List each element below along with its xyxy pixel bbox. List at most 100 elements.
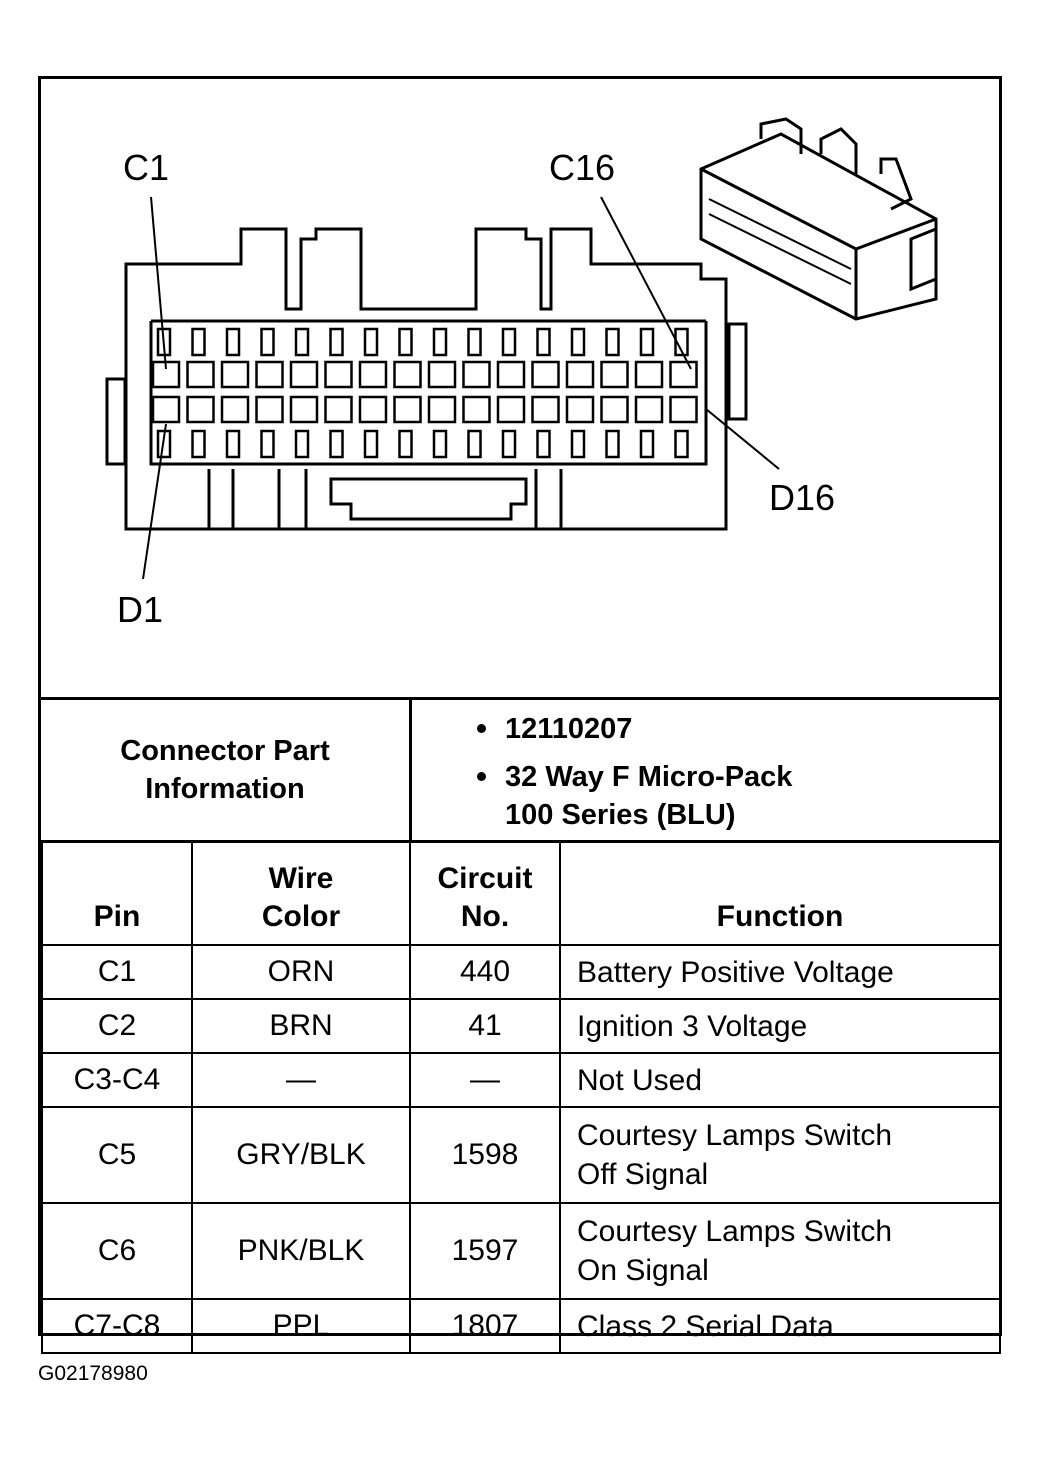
d-row-cavity — [565, 395, 595, 424]
c-row-cavity — [669, 360, 698, 389]
circuit-cell: — — [409, 1052, 561, 1108]
d-row-cavity — [151, 395, 181, 424]
lower-contact — [467, 429, 482, 459]
lower-contact — [639, 429, 655, 459]
d-row-cavity — [496, 395, 526, 424]
part-description-item: 32 Way F Micro-Pack 100 Series (BLU) — [471, 758, 991, 834]
upper-contact — [605, 327, 620, 357]
figure-id: G02178980 — [38, 1362, 148, 1385]
wire-color-cell: PPL — [191, 1298, 411, 1354]
pin-cell: C7-C8 — [41, 1298, 193, 1354]
upper-contact — [639, 327, 655, 357]
upper-contact — [329, 327, 344, 357]
table-row: C3-C4——Not Used — [41, 1052, 1001, 1108]
c-row-cavity — [531, 360, 560, 389]
pin-cell: C6 — [41, 1202, 193, 1300]
wire-color-cell: PNK/BLK — [191, 1202, 411, 1300]
circuit-cell: 1597 — [409, 1202, 561, 1300]
lower-contact — [191, 429, 206, 459]
connector-isometric-icon — [699, 117, 938, 321]
c-row-cavity — [427, 360, 457, 389]
label-c16: C16 — [549, 147, 616, 188]
c-row-cavity — [462, 360, 491, 389]
c-row-cavity — [496, 360, 526, 389]
c-row-cavity — [220, 360, 250, 389]
upper-contact — [363, 327, 379, 357]
connector-part-info-label: Connector Part Information — [41, 700, 412, 840]
d-row-cavity — [634, 395, 664, 424]
connector-face-diagram — [105, 117, 938, 580]
wire-color-cell: BRN — [191, 998, 411, 1054]
lower-contact — [570, 429, 586, 459]
lower-contact — [329, 429, 344, 459]
upper-contact — [294, 327, 310, 357]
c-row-cavity — [255, 360, 284, 389]
lower-contact — [674, 429, 689, 459]
upper-contact — [225, 327, 241, 357]
d-row-cavity — [220, 395, 250, 424]
function-cell: Battery Positive Voltage — [559, 944, 1001, 1000]
d-row-cavity — [427, 395, 457, 424]
part-number-item: 12110207 — [471, 710, 991, 748]
function-cell: Not Used — [559, 1052, 1001, 1108]
c-row-cavity — [634, 360, 664, 389]
circuit-cell: 440 — [409, 944, 561, 1000]
pin-cell: C2 — [41, 998, 193, 1054]
d-row-cavity — [600, 395, 629, 424]
lower-contact — [294, 429, 310, 459]
connector-part-info-list: 12110207 32 Way F Micro-Pack 100 Series … — [471, 710, 991, 844]
d-row-cavity — [531, 395, 560, 424]
lower-contact — [536, 429, 551, 459]
lower-contact — [398, 429, 413, 459]
pin-cell: C1 — [41, 944, 193, 1000]
d-row-cavity — [358, 395, 388, 424]
pin-cell: C3-C4 — [41, 1052, 193, 1108]
lower-contact — [363, 429, 379, 459]
upper-contact — [501, 327, 517, 357]
upper-contact — [570, 327, 586, 357]
d-row-cavity — [393, 395, 422, 424]
d-row-cavity — [255, 395, 284, 424]
d-row-cavity — [186, 395, 215, 424]
c-row-cavity — [358, 360, 388, 389]
lower-contact — [605, 429, 620, 459]
header-pin: Pin — [41, 840, 193, 946]
circuit-cell: 1598 — [409, 1106, 561, 1204]
d-row-cavity — [462, 395, 491, 424]
circuit-cell: 41 — [409, 998, 561, 1054]
upper-contact — [467, 327, 482, 357]
c-row-cavity — [324, 360, 353, 389]
d-row-cavity — [669, 395, 698, 424]
c-row-cavity — [565, 360, 595, 389]
function-cell: Ignition 3 Voltage — [559, 998, 1001, 1054]
c-row-cavity — [600, 360, 629, 389]
label-d16: D16 — [769, 477, 836, 518]
upper-contact — [398, 327, 413, 357]
lower-contact — [225, 429, 241, 459]
wire-color-cell: GRY/BLK — [191, 1106, 411, 1204]
upper-contact — [191, 327, 206, 357]
c-row-cavity — [289, 360, 319, 389]
pin-cell: C5 — [41, 1106, 193, 1204]
lower-contact — [432, 429, 448, 459]
wire-color-cell: — — [191, 1052, 411, 1108]
lower-contact — [501, 429, 517, 459]
d-row-cavity — [324, 395, 353, 424]
header-function: Function — [559, 840, 1001, 946]
circuit-cell: 1807 — [409, 1298, 561, 1354]
diagram-frame: C1 C16 D1 D16 Connector Part Information… — [38, 76, 1002, 1354]
label-c1: C1 — [123, 147, 170, 188]
upper-contact — [260, 327, 275, 357]
d-row-cavity — [289, 395, 319, 424]
lower-contact — [260, 429, 275, 459]
